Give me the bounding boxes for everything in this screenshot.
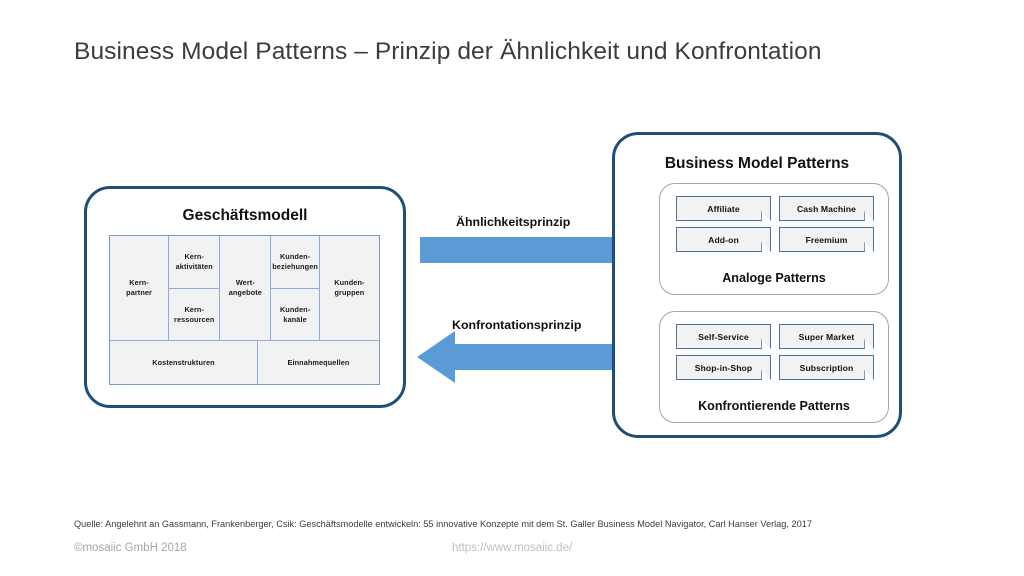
analog-patterns-card-grid: Affiliate Cash Machine Add-on Freemium bbox=[676, 196, 874, 252]
pattern-card-shop-in-shop[interactable]: Shop-in-Shop bbox=[676, 355, 771, 380]
pattern-card-cash-machine[interactable]: Cash Machine bbox=[779, 196, 874, 221]
analog-patterns-group: Affiliate Cash Machine Add-on Freemium A… bbox=[659, 183, 889, 295]
confronting-patterns-group: Self-Service Super Market Shop-in-Shop S… bbox=[659, 311, 889, 423]
website-url[interactable]: https://www.mosaiic.de/ bbox=[452, 542, 573, 554]
business-model-canvas-grid: Kern-partner Kern-aktivitäten Kern-resso… bbox=[109, 235, 380, 385]
confrontation-arrow-shaft bbox=[440, 344, 645, 370]
canvas-cell-customer-relationships: Kunden-beziehungen bbox=[271, 236, 320, 289]
pattern-card-self-service[interactable]: Self-Service bbox=[676, 324, 771, 349]
patterns-heading: Business Model Patterns bbox=[664, 155, 850, 172]
canvas-cell-key-partners: Kern-partner bbox=[110, 236, 170, 341]
confronting-patterns-label: Konfrontierende Patterns bbox=[698, 399, 850, 413]
pattern-card-freemium[interactable]: Freemium bbox=[779, 227, 874, 252]
canvas-cell-revenue-streams: Einnahmequellen bbox=[257, 341, 379, 384]
canvas-cell-customer-segments: Kunden-gruppen bbox=[319, 236, 379, 341]
business-model-panel: Geschäftsmodell Kern-partner Kern-aktivi… bbox=[84, 186, 406, 408]
canvas-cell-key-resources: Kern-ressourcen bbox=[169, 289, 221, 341]
business-model-heading: Geschäftsmodell bbox=[182, 207, 308, 224]
canvas-cell-customer-channels: Kunden-kanäle bbox=[271, 289, 320, 341]
similarity-arrow-shaft bbox=[420, 237, 615, 263]
analog-patterns-label: Analoge Patterns bbox=[722, 271, 826, 285]
canvas-cell-cost-structure: Kostenstrukturen bbox=[110, 341, 258, 384]
canvas-cell-key-activities: Kern-aktivitäten bbox=[169, 236, 221, 289]
confrontation-arrow-label: Konfrontationsprinzip bbox=[452, 318, 582, 332]
pattern-card-add-on[interactable]: Add-on bbox=[676, 227, 771, 252]
source-citation: Quelle: Angelehnt an Gassmann, Frankenbe… bbox=[74, 519, 812, 529]
confrontation-arrow-head bbox=[417, 331, 455, 383]
copyright-notice: ©mosaiic GmbH 2018 bbox=[74, 542, 187, 554]
business-model-patterns-panel: Business Model Patterns Affiliate Cash M… bbox=[612, 132, 902, 438]
similarity-arrow-label: Ähnlichkeitsprinzip bbox=[456, 215, 571, 229]
pattern-card-super-market[interactable]: Super Market bbox=[779, 324, 874, 349]
confronting-patterns-card-grid: Self-Service Super Market Shop-in-Shop S… bbox=[676, 324, 874, 380]
page-title: Business Model Patterns – Prinzip der Äh… bbox=[74, 38, 822, 65]
pattern-card-affiliate[interactable]: Affiliate bbox=[676, 196, 771, 221]
pattern-card-subscription[interactable]: Subscription bbox=[779, 355, 874, 380]
canvas-cell-value-proposition: Wert-angebote bbox=[220, 236, 272, 341]
